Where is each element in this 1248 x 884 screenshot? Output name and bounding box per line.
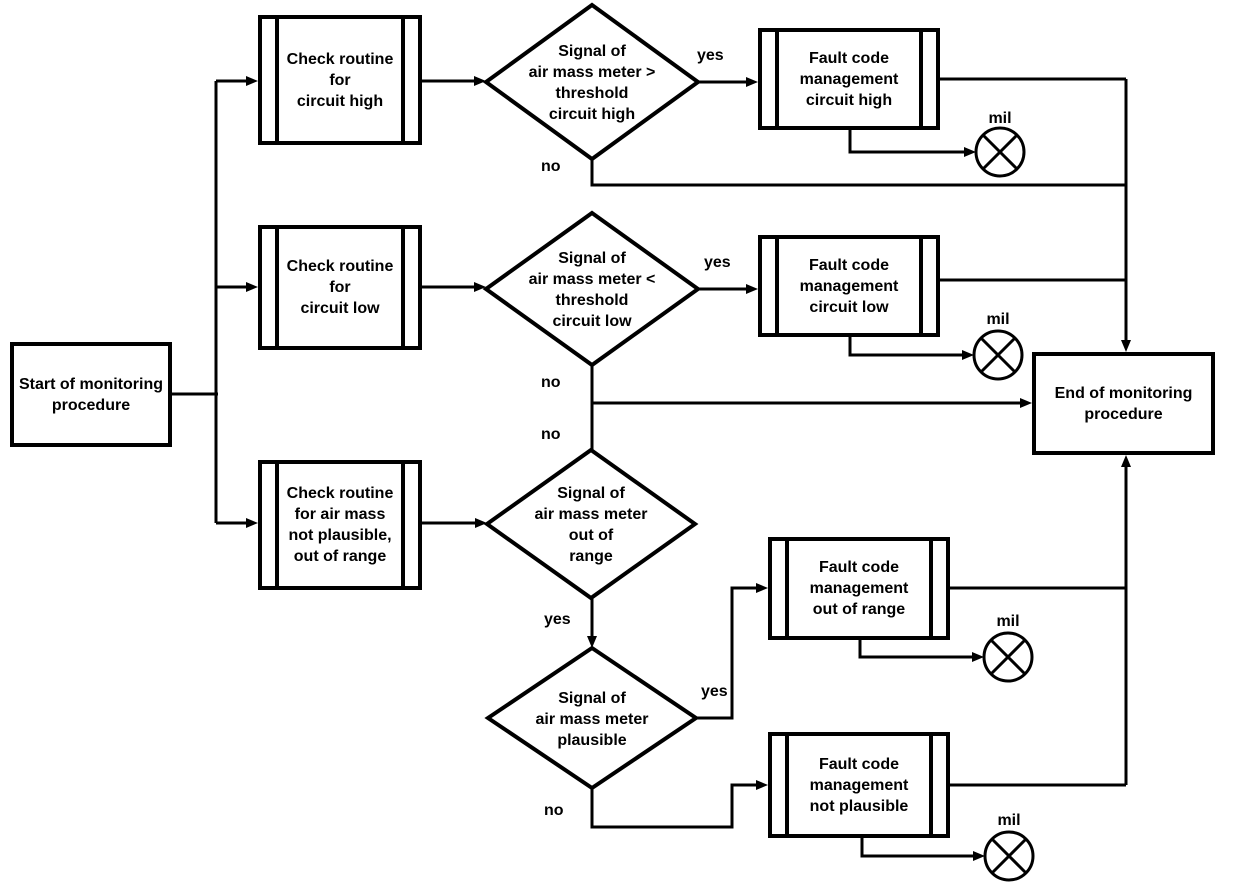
check-not-plausible-node: Check routine for air mass not plausible… (258, 460, 422, 590)
decision-circuit-low-label: Signal of air mass meter < threshold cir… (528, 250, 656, 330)
fault-not-plausible-label: Fault code management not plausible (809, 755, 909, 815)
mil-indicators (972, 126, 1035, 882)
predef-bar-icon (929, 541, 933, 636)
predef-bar-icon (919, 239, 923, 333)
decision-circuit-high-shape (482, 2, 702, 162)
predef-bar-icon (401, 229, 405, 346)
fault-circuit-high-label: Fault code management circuit high (799, 49, 899, 109)
fault-circuit-low-node: Fault code management circuit low (758, 235, 940, 337)
edge-fault-oor-to-mil (858, 640, 984, 662)
predef-bar-icon (401, 19, 405, 141)
predef-bar-icon (929, 736, 933, 834)
predef-bar-icon (775, 32, 779, 126)
fault-out-of-range-node: Fault code management out of range (768, 537, 950, 640)
check-circuit-high-label: Check routine for circuit high (286, 50, 394, 110)
mil-out-of-range-label: mil (996, 613, 1020, 630)
predef-bar-icon (919, 32, 923, 126)
decision-shapes (482, 2, 702, 791)
mil-circuit-high-label: mil (988, 110, 1012, 127)
decision-plausible-label: Signal of air mass meter plausible (535, 689, 649, 749)
decision-out-of-range-label: Signal of air mass meter out of range (534, 485, 648, 565)
d2-no-label: no (541, 374, 561, 391)
d4-no-label: no (544, 802, 564, 819)
fault-circuit-high-node: Fault code management circuit high (758, 28, 940, 130)
predef-bar-icon (785, 736, 789, 834)
mil-circuit-low-label: mil (986, 311, 1010, 328)
predef-bar-icon (275, 229, 279, 346)
mil-not-plausible-icon (983, 830, 1035, 882)
edge-d1-no (590, 159, 1126, 187)
mil-out-of-range-icon (982, 631, 1034, 683)
decision-plausible-shape (484, 645, 700, 791)
mil-circuit-high-icon (974, 126, 1026, 178)
d1-yes-label: yes (697, 47, 724, 64)
check-circuit-low-node: Check routine for circuit low (258, 225, 422, 350)
edge-fault-np-to-mil (860, 838, 985, 861)
end-node: End of monitoring procedure (1032, 352, 1215, 455)
d2-yes-label: yes (704, 254, 731, 271)
d3-no-label: no (541, 426, 561, 443)
predef-bar-icon (275, 464, 279, 586)
edge-d4-no (590, 780, 768, 829)
predef-bar-icon (785, 541, 789, 636)
decision-out-of-range-shape (483, 447, 699, 601)
edge-fault-low-to-mil (848, 337, 974, 360)
fault-not-plausible-node: Fault code management not plausible (768, 732, 950, 838)
mil-not-plausible-label: mil (997, 812, 1021, 829)
end-label: End of monitoring procedure (1054, 384, 1193, 423)
check-circuit-high-node: Check routine for circuit high (258, 15, 422, 145)
check-not-plausible-label: Check routine for air mass not plausible… (286, 485, 394, 565)
fault-circuit-low-label: Fault code management circuit low (799, 256, 899, 316)
d4-yes-label: yes (701, 683, 728, 700)
check-circuit-low-label: Check routine for circuit low (286, 258, 394, 317)
predef-bar-icon (775, 239, 779, 333)
start-label: Start of monitoring procedure (19, 375, 163, 414)
fault-out-of-range-label: Fault code management out of range (809, 559, 909, 618)
predef-bar-icon (401, 464, 405, 586)
decision-circuit-high-label: Signal of air mass meter > threshold cir… (528, 43, 656, 123)
edges (172, 76, 1131, 861)
d1-no-label: no (541, 158, 561, 175)
edge-d4-yes (696, 583, 768, 720)
d3-yes-label: yes (544, 611, 571, 628)
edge-fault-high-to-mil (848, 130, 976, 157)
predef-bar-icon (275, 19, 279, 141)
decision-circuit-low-shape (482, 210, 702, 368)
mil-circuit-low-icon (972, 329, 1024, 381)
start-node: Start of monitoring procedure (10, 342, 172, 447)
